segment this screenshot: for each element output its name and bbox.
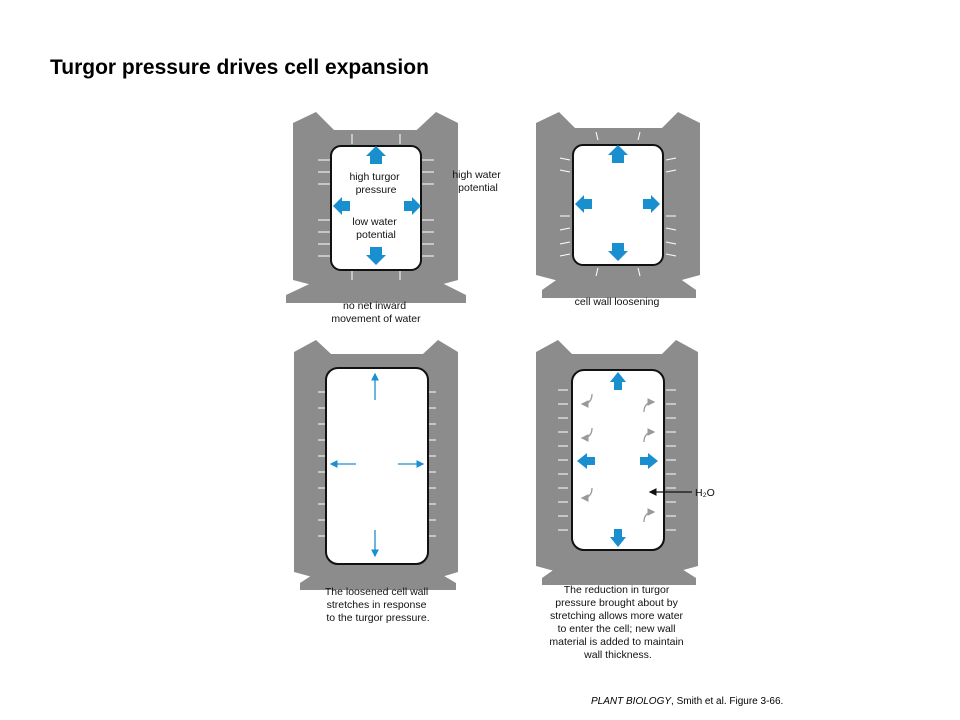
arrow-down [610, 529, 626, 547]
arrow-left [577, 453, 595, 469]
cell-interior [325, 367, 429, 565]
arrow-up [610, 372, 626, 390]
panel-bottom-left: The loosened cell wall stretches in resp… [294, 340, 458, 624]
wall-striations [318, 391, 436, 537]
turgor-arrows [333, 146, 421, 265]
arrow-right [643, 195, 660, 213]
figure-citation: PLANT BIOLOGY, Smith et al. Figure 3-66. [591, 696, 783, 707]
arrow-down [608, 243, 628, 261]
citation-book: PLANT BIOLOGY [591, 696, 672, 707]
caption-no-net-inward: no net inward movement of water [331, 300, 421, 325]
panel-bottom-right: H₂O The reduction in turgor pressure bro… [536, 340, 715, 661]
arrow-right [640, 453, 658, 469]
label-h2o: H₂O [695, 487, 715, 499]
wall-striations [558, 389, 676, 531]
panel-top-left: high turgor pressure low water potential… [286, 112, 503, 325]
slide-title: Turgor pressure drives cell expansion [50, 56, 429, 79]
turgor-arrows [575, 145, 660, 261]
cell-interior [571, 369, 665, 551]
label-high-turgor: high turgor pressure [349, 171, 402, 196]
panel-top-right: cell wall loosening [536, 112, 700, 308]
caption-loosened-wall: The loosened cell wall stretches in resp… [325, 586, 431, 624]
citation-rest: , Smith et al. Figure 3-66. [671, 696, 784, 707]
wall-striations [559, 131, 677, 277]
caption-reduction-turgor: The reduction in turgor pressure brought… [549, 584, 686, 661]
arrow-left [575, 195, 592, 213]
turgor-arrows [577, 372, 658, 547]
label-high-water-potential: high water potential [452, 169, 503, 194]
caption-wall-loosening: cell wall loosening [575, 296, 660, 308]
wall-striations [318, 134, 434, 280]
new-wall-material-curls [580, 393, 656, 523]
label-low-water: low water potential [352, 216, 399, 241]
arrow-up [608, 145, 628, 163]
thin-arrows [329, 372, 425, 558]
arrow-down [366, 247, 386, 265]
arrow-up [366, 146, 386, 164]
arrow-left [333, 197, 350, 215]
arrow-right [404, 197, 421, 215]
